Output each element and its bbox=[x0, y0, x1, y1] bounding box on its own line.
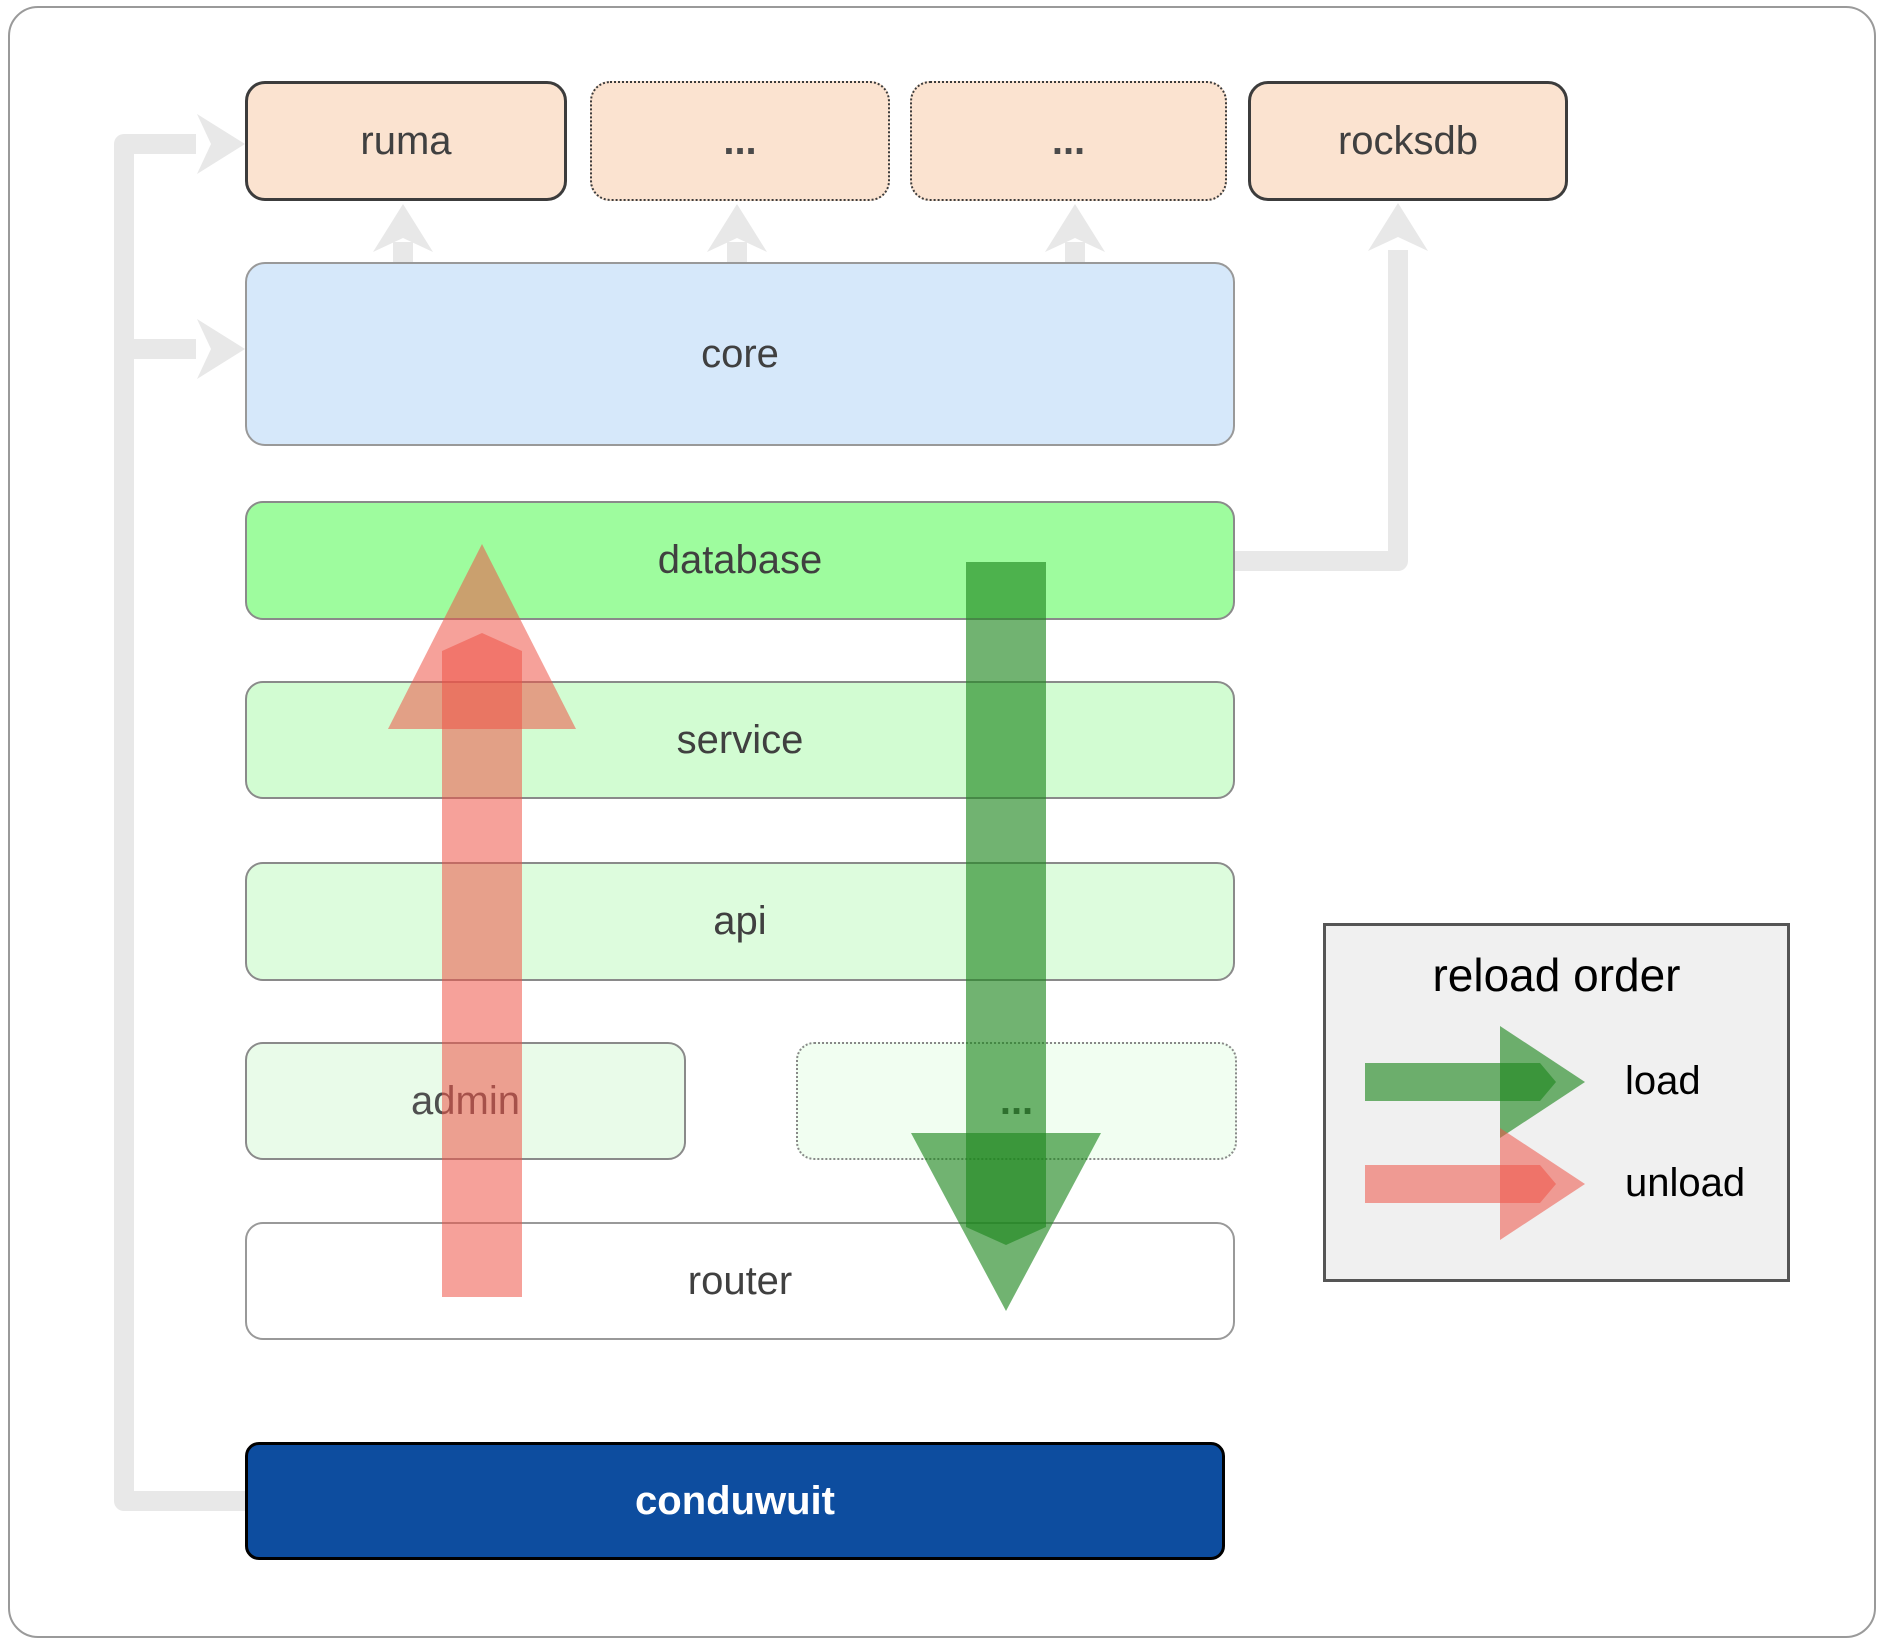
box-service: service bbox=[245, 681, 1235, 799]
box-rocksdb-label: rocksdb bbox=[1337, 118, 1479, 163]
box-database: database bbox=[245, 501, 1235, 620]
box-admin: admin bbox=[245, 1042, 686, 1160]
box-mid-dots: ... bbox=[796, 1042, 1237, 1160]
arrowhead-core-dots2-icon bbox=[1045, 204, 1105, 252]
box-ruma-label: ruma bbox=[360, 118, 452, 163]
box-conduwuit: conduwuit bbox=[245, 1442, 1225, 1560]
legend-load-label: load bbox=[1625, 1059, 1701, 1103]
box-conduwuit-label: conduwuit bbox=[635, 1478, 835, 1523]
box-api-label: api bbox=[713, 899, 767, 943]
box-mid-dots-label: ... bbox=[999, 1078, 1034, 1123]
box-admin-label: admin bbox=[411, 1078, 520, 1123]
box-api: api bbox=[245, 862, 1235, 981]
box-top-dots-2: ... bbox=[910, 81, 1227, 201]
box-router: router bbox=[245, 1222, 1235, 1340]
arrowhead-core-dots1-icon bbox=[707, 204, 767, 252]
connector-database-to-rocksdb bbox=[1222, 250, 1408, 571]
box-router-label: router bbox=[687, 1258, 793, 1303]
connector-conduwuit-to-ruma bbox=[114, 134, 245, 1511]
box-core-label: core bbox=[701, 331, 779, 376]
arrowhead-into-ruma-icon bbox=[197, 114, 245, 174]
box-top-dots-2-label: ... bbox=[1051, 118, 1086, 163]
box-core: core bbox=[245, 262, 1235, 446]
box-database-label: database bbox=[657, 538, 823, 582]
arrowhead-into-core-icon bbox=[197, 319, 245, 379]
arrowhead-core-ruma-icon bbox=[373, 204, 433, 252]
legend-title: reload order bbox=[1432, 949, 1681, 1001]
box-top-dots-1: ... bbox=[590, 81, 890, 201]
legend-unload-label: unload bbox=[1625, 1161, 1746, 1205]
arrowhead-into-rocksdb-icon bbox=[1368, 203, 1428, 251]
box-top-dots-1-label: ... bbox=[723, 118, 757, 163]
box-ruma: ruma bbox=[245, 81, 567, 201]
box-service-label: service bbox=[676, 717, 804, 762]
box-rocksdb: rocksdb bbox=[1248, 81, 1568, 201]
